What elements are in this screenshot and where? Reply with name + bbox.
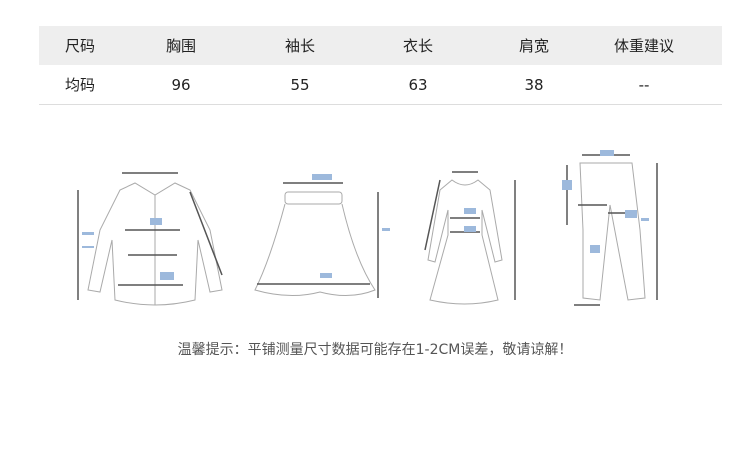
cell-sleeve: 55: [290, 75, 310, 94]
size-table: 尺码 胸围 袖长 衣长 肩宽 体重建议 均码 96 55 63 38 --: [39, 26, 722, 105]
dress-illustration: [424, 171, 516, 305]
header-sleeve: 袖长: [284, 37, 316, 55]
shirt-illustration: [77, 172, 223, 306]
table-header-row: 尺码 胸围 袖长 衣长 肩宽 体重建议: [39, 26, 722, 65]
cell-chest: 96: [171, 75, 191, 94]
header-length: 衣长: [402, 37, 434, 55]
header-weight: 体重建议: [613, 37, 675, 55]
cell-length: 63: [408, 75, 428, 94]
header-size: 尺码: [64, 37, 96, 55]
measurement-note: 温馨提示：平铺测量尺寸数据可能存在1-2CM误差，敬请谅解！: [177, 342, 573, 358]
table-row: 均码 96 55 63 38 --: [39, 65, 722, 105]
skirt-illustration: [254, 174, 390, 298]
header-chest: 胸围: [165, 37, 197, 55]
header-shoulder: 肩宽: [518, 37, 550, 55]
cell-shoulder: 38: [524, 75, 544, 94]
pants-illustration: [562, 150, 658, 306]
cell-weight: --: [638, 75, 650, 94]
cell-size: 均码: [64, 76, 96, 94]
